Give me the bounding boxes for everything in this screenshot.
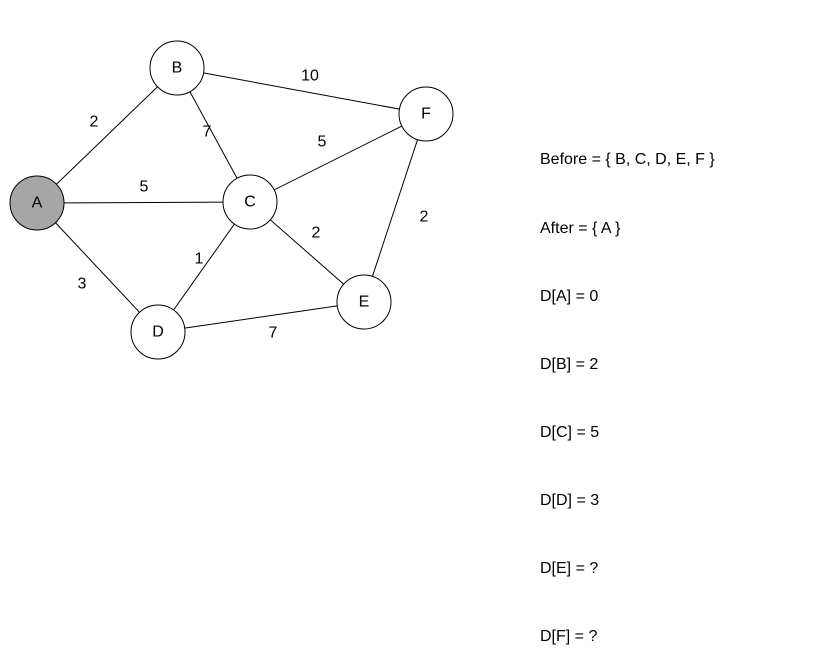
- nodes-layer: A B C D E F: [9, 40, 454, 360]
- edge-weight-b-f: 10: [301, 68, 319, 85]
- edge-weight-a-c: 5: [140, 179, 149, 196]
- edge-weight-e-f: 2: [420, 209, 429, 226]
- node-label-b: B: [172, 60, 183, 77]
- node-label-a: A: [32, 195, 43, 212]
- edge-d-e: [157, 301, 365, 333]
- node-f: F: [398, 86, 454, 142]
- node-label-d: D: [152, 324, 164, 341]
- node-d: D: [130, 304, 186, 360]
- node-circle-c: [222, 174, 278, 230]
- edge-e-f: [363, 113, 427, 303]
- node-circle-f: [398, 86, 454, 142]
- info-after-set: After = { A }: [540, 219, 621, 237]
- edge-weight-c-f: 5: [318, 134, 327, 151]
- node-c: C: [222, 174, 278, 230]
- node-e: E: [336, 274, 392, 330]
- node-b: B: [149, 40, 205, 96]
- node-label-f: F: [421, 106, 431, 123]
- edge-weight-c-e: 2: [312, 225, 321, 242]
- edge-weight-c-d: 1: [195, 251, 204, 268]
- node-label-e: E: [359, 294, 370, 311]
- edge-b-f: [176, 67, 427, 115]
- node-circle-e: [336, 274, 392, 330]
- edge-a-d: [36, 202, 159, 333]
- info-distance-c: D[C] = 5: [540, 423, 600, 441]
- info-before-set: Before = { B, C, D, E, F }: [540, 151, 715, 169]
- edge-weight-a-d: 3: [78, 276, 87, 293]
- edge-a-b: [36, 67, 178, 204]
- edge-weight-b-c: 7: [203, 124, 212, 141]
- info-distance-d: D[D] = 3: [540, 491, 600, 509]
- info-distance-b: D[B] = 2: [540, 355, 599, 373]
- edge-a-c: [36, 201, 251, 204]
- info-panel: Before = { B, C, D, E, F } After = { A }…: [540, 104, 715, 672]
- node-circle-b: [149, 40, 205, 96]
- node-circle-a: [9, 175, 65, 231]
- node-circle-d: [130, 304, 186, 360]
- edge-c-f: [249, 113, 427, 203]
- edge-weight-a-b: 2: [90, 114, 99, 131]
- info-distance-e: D[E] = ?: [540, 560, 599, 578]
- node-a: A: [9, 175, 65, 231]
- info-distance-f: D[F] = ?: [540, 628, 598, 646]
- edge-weight-d-e: 7: [269, 325, 278, 342]
- node-label-c: C: [244, 194, 256, 211]
- info-distance-a: D[A] = 0: [540, 287, 599, 305]
